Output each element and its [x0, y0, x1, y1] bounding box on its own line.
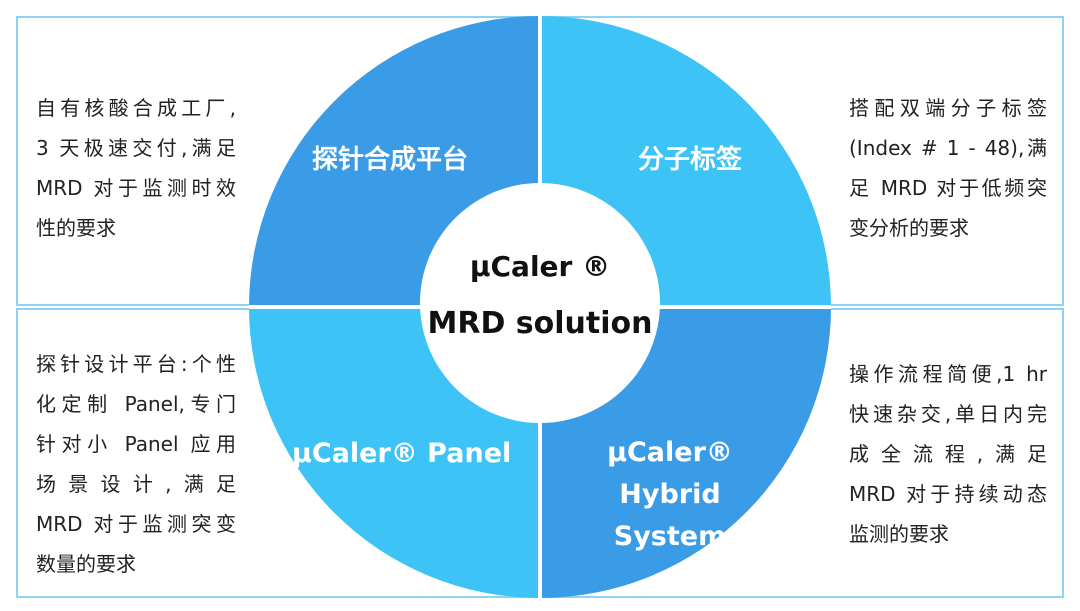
quadrant-title-bottom-right-line2: System	[613, 521, 727, 552]
description-line: 探针设计平台:个性	[36, 352, 236, 376]
description-bottom-left: 探针设计平台:个性 化定制 Panel,专门 针对小 Panel 应用 场景设计…	[36, 344, 236, 584]
center-title-solution: MRD solution	[427, 306, 653, 341]
center-circle	[420, 183, 660, 423]
quadrant-title-bottom-right-line1: μCaler® Hybrid	[607, 437, 733, 510]
description-line: 监测的要求	[849, 522, 949, 546]
quadrant-title-top-left: 探针合成平台	[311, 145, 468, 175]
description-line: 性的要求	[36, 216, 116, 240]
description-line: MRD 对于持续动态	[849, 482, 1047, 506]
description-line: 操作流程简便,1 hr	[849, 362, 1047, 386]
description-line: MRD 对于监测时效	[36, 176, 236, 200]
description-top-left: 自有核酸合成工厂, 3 天极速交付,满足 MRD 对于监测时效 性的要求	[36, 88, 236, 248]
quadrant-title-bottom-right: μCaler® Hybrid System	[552, 432, 788, 558]
description-line: 针对小 Panel 应用	[36, 432, 236, 456]
description-line: 变分析的要求	[849, 216, 969, 240]
description-line: 3 天极速交付,满足	[36, 136, 236, 160]
quadrant-title-bottom-left: μCaler® Panel	[292, 438, 512, 469]
description-line: 搭配双端分子标签	[849, 96, 1047, 120]
description-line: 场景设计,满足	[36, 472, 236, 496]
description-line: 化定制 Panel,专门	[36, 392, 236, 416]
description-bottom-right: 操作流程简便,1 hr 快速杂交,单日内完 成全流程,满足 MRD 对于持续动态…	[849, 354, 1047, 554]
description-line: MRD 对于监测突变	[36, 512, 236, 536]
description-line: 快速杂交,单日内完	[849, 402, 1047, 426]
center-title-brand: μCaler ®	[469, 250, 611, 283]
description-line: (Index # 1 - 48),满	[849, 136, 1047, 160]
description-line: 足 MRD 对于低频突	[849, 176, 1047, 200]
description-line: 自有核酸合成工厂,	[36, 96, 236, 120]
description-line: 成全流程,满足	[849, 442, 1047, 466]
description-line: 数量的要求	[36, 552, 136, 576]
description-top-right: 搭配双端分子标签 (Index # 1 - 48),满 足 MRD 对于低频突 …	[849, 88, 1047, 248]
quadrant-title-top-right: 分子标签	[637, 145, 742, 175]
